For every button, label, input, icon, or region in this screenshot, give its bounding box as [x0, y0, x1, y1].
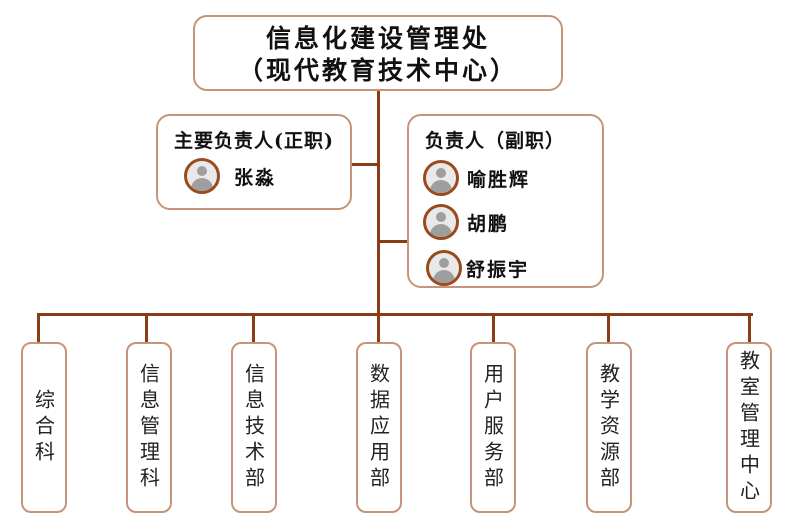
- unit-name: 数据应用部: [366, 362, 391, 493]
- person-item: 胡鹏: [423, 204, 509, 240]
- user-avatar-icon: [426, 250, 462, 286]
- unit-name: 用户服务部: [480, 362, 505, 493]
- person-item: 张淼: [184, 158, 276, 194]
- connector-unit-3: [252, 313, 255, 342]
- user-avatar-icon: [423, 160, 459, 196]
- deputy-node: 负责人（副职） 喻胜辉 胡鹏 舒振宇: [407, 114, 604, 288]
- unit-name: 信息技术部: [241, 362, 266, 493]
- connector-unit-6: [607, 313, 610, 342]
- head-node: 主要负责人(正职) 张淼: [156, 114, 352, 210]
- unit-node: 数据应用部: [356, 342, 402, 513]
- unit-node: 教学资源部: [586, 342, 632, 513]
- unit-name: 教室管理中心: [736, 349, 761, 506]
- person-item: 舒振宇: [426, 250, 529, 286]
- root-node: 信息化建设管理处 （现代教育技术中心）: [193, 15, 563, 91]
- unit-node: 信息技术部: [231, 342, 277, 513]
- unit-name: 教学资源部: [596, 362, 621, 493]
- head-title: 主要负责人(正职): [174, 130, 334, 152]
- connector-unit-1: [37, 313, 40, 342]
- connector-unit-2: [145, 313, 148, 342]
- connector-unit-7: [748, 313, 751, 342]
- user-avatar-icon: [423, 204, 459, 240]
- user-avatar-icon: [184, 158, 220, 194]
- person-name: 胡鹏: [467, 212, 510, 235]
- person-item: 喻胜辉: [423, 160, 530, 196]
- person-name: 张淼: [234, 166, 277, 189]
- unit-node: 用户服务部: [470, 342, 516, 513]
- root-title: 信息化建设管理处: [265, 24, 490, 53]
- unit-name: 综合科: [31, 388, 56, 467]
- person-name: 舒振宇: [466, 258, 530, 281]
- connector-unit-4: [377, 313, 380, 342]
- unit-name: 信息管理科: [136, 362, 161, 493]
- unit-node: 教室管理中心: [726, 342, 772, 513]
- connector-head: [352, 163, 378, 166]
- deputy-title: 负责人（副职）: [425, 130, 566, 152]
- connector-bus: [37, 313, 753, 316]
- connector-deputy: [378, 240, 408, 243]
- connector-root-trunk: [377, 91, 380, 315]
- person-name: 喻胜辉: [467, 168, 531, 191]
- unit-node: 综合科: [21, 342, 67, 513]
- unit-node: 信息管理科: [126, 342, 172, 513]
- root-subtitle: （现代教育技术中心）: [237, 56, 518, 85]
- connector-unit-5: [492, 313, 495, 342]
